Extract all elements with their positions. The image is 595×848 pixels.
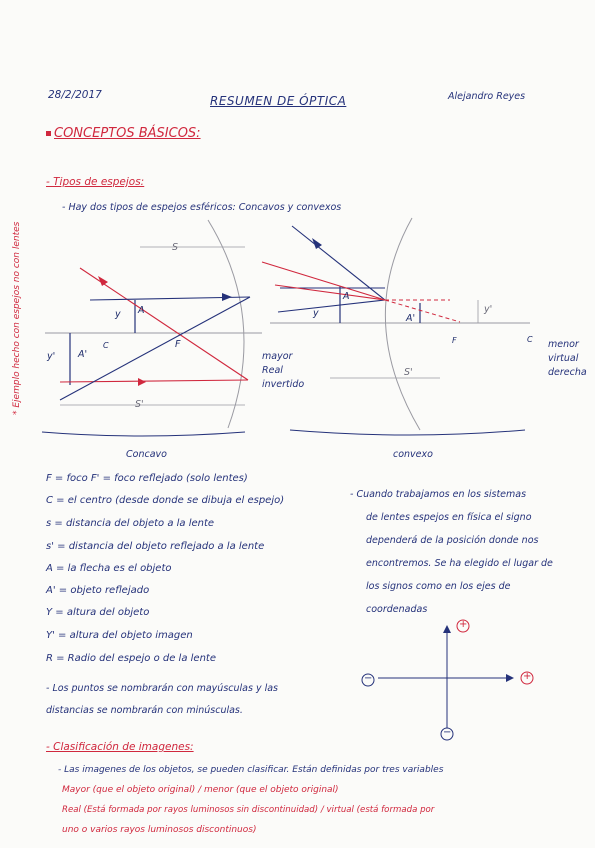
concave-caption: Concavo	[126, 449, 167, 460]
naming-note-line-2: distancias se nombrarán con minúsculas.	[46, 705, 243, 716]
convex-label-F: F	[452, 336, 457, 345]
sign-note-line-3: dependerá de la posición donde nos	[366, 535, 539, 546]
convex-label-s-prime: S'	[404, 367, 413, 378]
convex-blue-arrowhead	[312, 238, 322, 249]
concave-diagram	[41, 219, 262, 437]
bullet-icon	[46, 131, 51, 136]
sign-note-line-6: coordenadas	[366, 604, 428, 615]
definition-item: F = foco F' = foco reflejado (solo lente…	[46, 473, 248, 484]
sign-top-label: +	[459, 619, 468, 630]
definition-item: Y = altura del objeto	[46, 607, 150, 618]
sign-axis-right-arrowhead	[506, 674, 514, 682]
section-title-text: CONCEPTOS BÁSICOS:	[54, 126, 201, 141]
sign-right-label: +	[523, 671, 532, 682]
intro-line: - Hay dos tipos de espejos esféricos: Co…	[62, 202, 342, 213]
sign-bottom-label: −	[443, 727, 452, 738]
sign-bottom-circle	[440, 727, 454, 741]
convex-label-y-prime: y'	[484, 304, 493, 315]
concave-label-A-prime: A'	[78, 349, 88, 360]
convex-red-ray-2	[274, 284, 386, 301]
clasificacion-line-3: Real (Está formada por rayos luminosos s…	[62, 805, 435, 815]
concave-label-A: A	[138, 305, 145, 316]
concave-mirror-arc	[207, 219, 245, 429]
concave-blue-ray-2	[59, 296, 251, 401]
concave-result-3: invertido	[262, 379, 305, 390]
convex-dashed-ext-1	[384, 299, 461, 323]
convex-caption: convexo	[393, 449, 433, 460]
sign-note-line-1: - Cuando trabajamos en los sistemas	[350, 489, 527, 500]
definition-item: C = el centro (desde donde se dibuja el …	[46, 495, 285, 506]
convex-result-1: menor	[548, 339, 579, 350]
definition-item: s' = distancia del objeto reflejado a la…	[46, 541, 265, 552]
sign-right-circle	[520, 671, 534, 685]
convex-diagram	[261, 217, 530, 436]
sign-note-line-2: de lentes espejos en física el signo	[366, 512, 532, 523]
concave-label-y-prime: y'	[47, 351, 56, 362]
sign-note-line-4: encontremos. Se ha elegido el lugar de	[366, 558, 553, 569]
date: 28/2/2017	[48, 89, 102, 101]
concave-label-s-prime: S'	[135, 399, 144, 410]
concave-label-s: S	[172, 242, 179, 253]
concave-red-arrowhead	[138, 378, 146, 386]
concave-blue-arrowhead	[222, 293, 232, 301]
concave-result-2: Real	[262, 365, 283, 376]
definition-item: s = distancia del objeto a la lente	[46, 518, 215, 529]
author-name: Alejandro Reyes	[448, 91, 526, 102]
clasificacion-line-4: uno o varios rayos luminosos discontinuo…	[62, 825, 257, 835]
concave-caption-bracket	[41, 431, 246, 437]
convex-label-y: y	[313, 308, 319, 319]
concave-label-C: C	[103, 341, 109, 350]
convex-blue-ray-2	[277, 299, 386, 313]
concave-label-y: y	[115, 309, 121, 320]
clasificacion-line-2: Mayor (que el objeto original) / menor (…	[62, 785, 339, 795]
sign-top-circle	[456, 619, 470, 633]
clasificacion-line-1: - Las imagenes de los objetos, se pueden…	[58, 765, 444, 775]
definition-item: R = Radio del espejo o de la lente	[46, 653, 216, 664]
concave-red-ray-1	[79, 267, 249, 381]
section-title-conceptos: CONCEPTOS BÁSICOS:	[46, 127, 201, 140]
definition-item: Y' = altura del objeto imagen	[46, 630, 193, 641]
definition-item: A = la flecha es el objeto	[46, 563, 172, 574]
subtitle-tipos-espejos: - Tipos de espejos:	[46, 176, 145, 188]
page-title: RESUMEN DE ÓPTICA	[210, 94, 347, 108]
concave-result-1: mayor	[262, 351, 293, 362]
concave-red-ray-2	[59, 379, 249, 383]
naming-note-line-1: - Los puntos se nombrarán con mayúsculas…	[46, 683, 278, 694]
convex-red-ray-1	[261, 261, 386, 301]
convex-label-A-prime: A'	[406, 313, 416, 324]
convex-caption-bracket	[289, 429, 526, 436]
concave-red-arrowhead-top	[98, 276, 108, 286]
sign-axis-top-arrowhead	[443, 625, 451, 633]
concave-label-F: F	[175, 339, 181, 350]
convex-label-A: A	[343, 291, 350, 302]
sign-note-line-5: los signos como en los ejes de	[366, 581, 511, 592]
convex-label-C: C	[527, 335, 533, 344]
definition-item: A' = objeto reflejado	[46, 585, 150, 596]
convex-mirror-arc	[384, 217, 421, 431]
convex-result-3: derecha	[548, 367, 587, 378]
sign-left-circle	[361, 673, 375, 687]
convex-result-2: virtual	[548, 353, 579, 364]
sign-left-label: −	[364, 673, 373, 684]
subtitle-clasificacion: - Clasificación de imagenes:	[46, 741, 194, 753]
sign-axes	[361, 619, 534, 741]
